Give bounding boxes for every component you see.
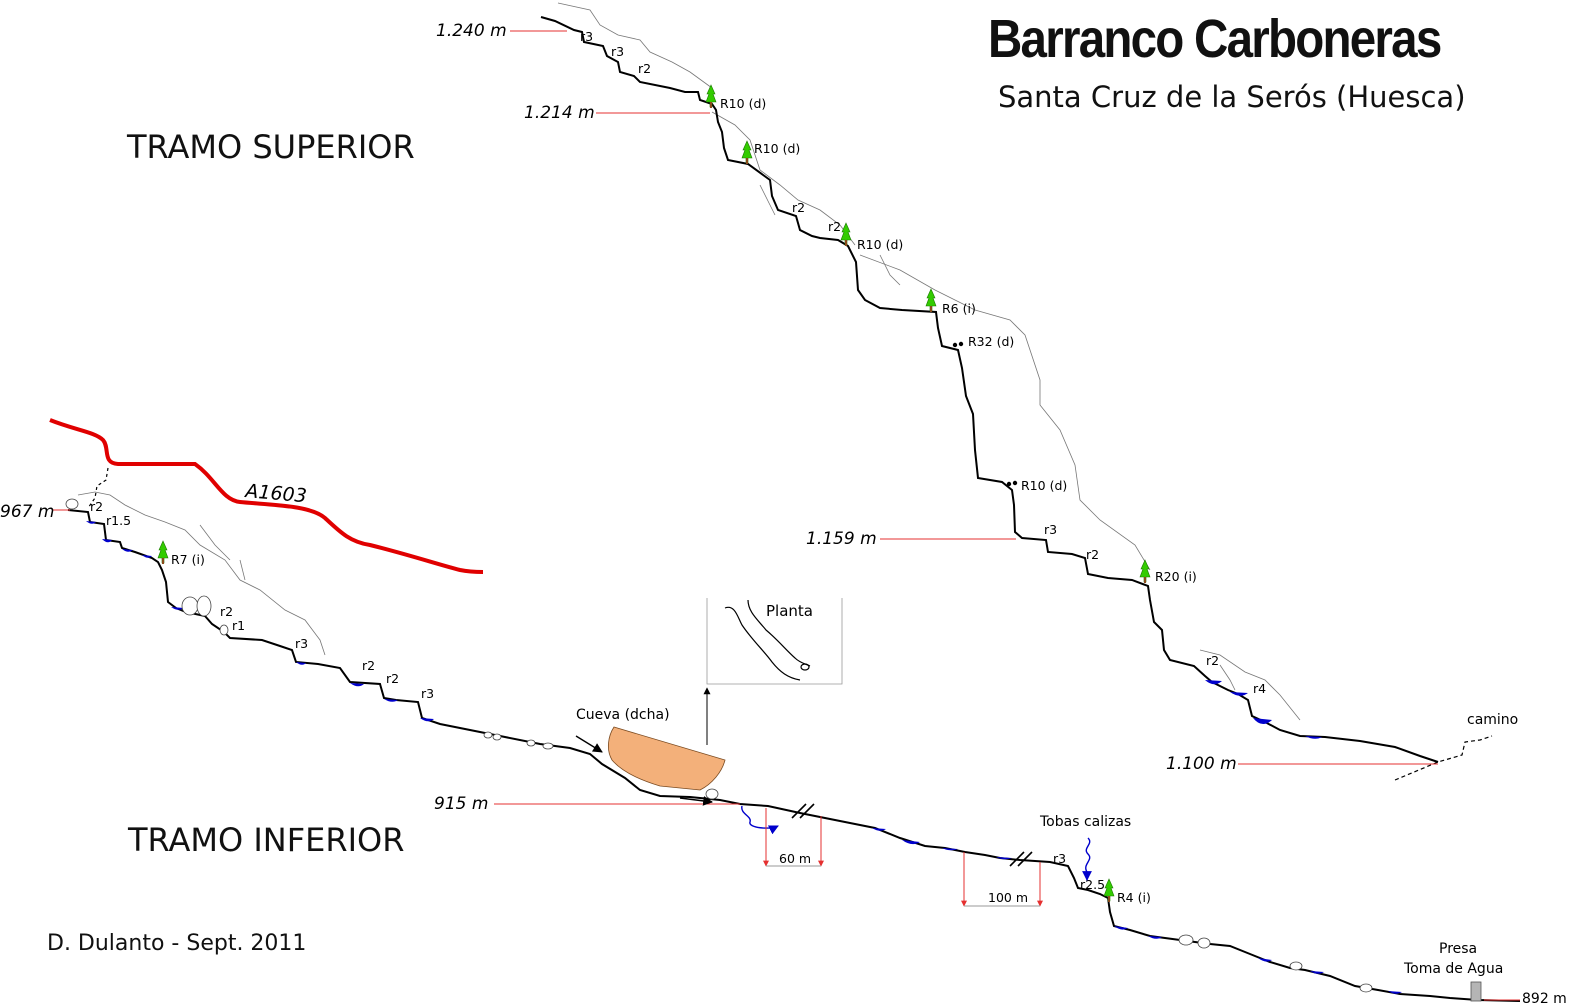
rappel-label: R20 (i) (1155, 569, 1197, 584)
camino-label: camino (1467, 712, 1518, 728)
jump-label: r1.5 (106, 513, 131, 528)
presa-label-2: Toma de Agua (1403, 961, 1503, 977)
cave-label: Cueva (dcha) (576, 707, 670, 723)
lower-reference-lines (52, 509, 1520, 1001)
altitude-915: 915 m (434, 794, 488, 814)
water-flow-arrow (741, 805, 779, 835)
jump-label: r2 (792, 200, 805, 215)
altitude-1214: 1.214 m (524, 103, 595, 123)
rappel-label: R7 (i) (171, 552, 205, 567)
jump-label: r2 (1086, 547, 1099, 562)
upper-profile-line (540, 16, 1439, 763)
distance-100: 100 m (988, 890, 1028, 905)
tree-anchor-icon (705, 84, 717, 109)
tree-anchor-icon (1139, 559, 1151, 584)
jump-label: r2 (1206, 653, 1219, 668)
jump-label: r4 (1253, 681, 1266, 696)
author-credit: D. Dulanto - Sept. 2011 (47, 931, 307, 956)
jump-label: r2.5 (1080, 877, 1105, 892)
lower-pools (86, 521, 1402, 994)
jump-label: r2 (362, 658, 375, 673)
jump-label: r1 (232, 618, 245, 633)
tree-anchor-icon (1103, 878, 1115, 903)
jump-label: r3 (1044, 522, 1057, 537)
lower-profile-line (67, 509, 1521, 1002)
diagram-subtitle: Santa Cruz de la Serós (Huesca) (998, 80, 1466, 114)
plan-drawing (724, 599, 811, 681)
rappel-label: R4 (i) (1117, 890, 1151, 905)
altitude-1240: 1.240 m (436, 21, 507, 41)
upper-pools (1205, 680, 1322, 739)
altitude-1100: 1.100 m (1166, 754, 1237, 774)
jump-label: r2 (638, 61, 651, 76)
distance-60: 60 m (779, 851, 811, 866)
camino-path (1394, 735, 1493, 781)
road-a1603 (49, 418, 484, 574)
plan-label: Planta (766, 602, 813, 620)
lower-side-walls (77, 491, 326, 656)
rappel-label: R10 (d) (754, 141, 800, 156)
jump-label: r3 (295, 636, 308, 651)
dam-icon (1470, 981, 1482, 1002)
tree-anchor-icon (157, 540, 169, 565)
tobas-arrow (1082, 837, 1092, 881)
jump-label: r2 (828, 219, 841, 234)
jump-label: r2 (386, 671, 399, 686)
jump-label: r3 (580, 29, 593, 44)
jump-label: r2 (90, 499, 103, 514)
tobas-label: Tobas calizas (1039, 814, 1131, 830)
distance-markers (763, 808, 1043, 907)
rappel-label: R32 (d) (968, 334, 1014, 349)
presa-label: Presa (1439, 941, 1477, 957)
cave-shape (608, 726, 726, 791)
jump-label: r3 (1053, 851, 1066, 866)
jump-label: r2 (220, 604, 233, 619)
jump-label: r3 (421, 686, 434, 701)
rappel-label: R10 (d) (720, 96, 766, 111)
break-symbols (791, 803, 1033, 867)
cave-arrow (575, 735, 603, 753)
jump-label: r3 (611, 44, 624, 59)
section-lower-label: TRAMO INFERIOR (128, 821, 405, 859)
plan-frame (706, 598, 843, 685)
tree-anchor-icon (741, 140, 753, 165)
altitude-967: 967 m (0, 502, 54, 522)
rappel-label: R10 (d) (857, 237, 903, 252)
boulders (65, 498, 1373, 993)
rappel-label: R10 (d) (1021, 478, 1067, 493)
flow-arrow (679, 796, 713, 806)
section-upper-label: TRAMO SUPERIOR (127, 128, 415, 166)
upper-reference-lines (510, 30, 1438, 765)
access-path (87, 467, 109, 509)
altitude-892: 892 m (1522, 991, 1567, 1007)
tree-anchor-icon (925, 288, 937, 313)
bolt-anchor-icons (952, 341, 1018, 487)
altitude-1159: 1.159 m (806, 529, 877, 549)
upper-side-walls (557, 2, 1301, 721)
rappel-label: R6 (i) (942, 301, 976, 316)
diagram-title: Barranco Carboneras (988, 9, 1442, 69)
